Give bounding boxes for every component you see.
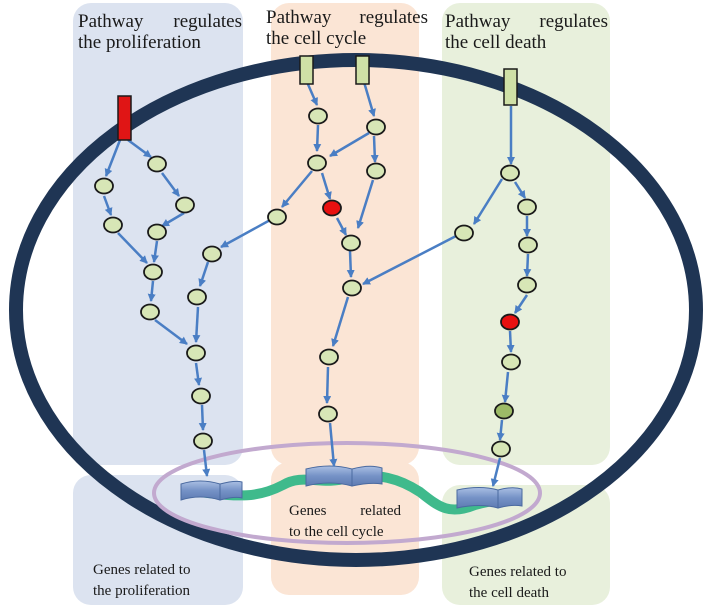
cell-death-genes-label-line-1: Genes related to: [469, 564, 567, 580]
cell-death-pathway-label-line-1: Pathway regulates: [445, 11, 608, 32]
node: [103, 216, 123, 234]
proliferation-genes-panel: [73, 475, 243, 605]
node: [517, 276, 537, 294]
node: [193, 432, 213, 450]
proliferation-genes-label: Genes related to the proliferation: [93, 560, 243, 602]
panel-backgrounds: [73, 3, 610, 605]
node: [143, 263, 163, 281]
cell-death-pathway-label-line-2: the cell death: [445, 32, 547, 54]
cell-cycle-pathway-label: Pathway regulates the cell cycle: [266, 7, 428, 50]
cell-cycle-pathway-label-line-2: the cell cycle: [266, 28, 367, 50]
node: [147, 155, 167, 173]
active-node: [500, 313, 520, 331]
node: [491, 440, 511, 458]
cell-death-receptor: [503, 68, 518, 106]
receptors: [117, 55, 518, 141]
node: [187, 288, 207, 306]
node: [140, 303, 160, 321]
genes-proliferation: [180, 480, 243, 501]
genes-cell-cycle: [305, 465, 383, 487]
proliferation-pathway-label-line-1: Pathway regulates: [78, 11, 242, 32]
proliferation-pathway-label-line-2: the proliferation: [78, 32, 201, 54]
proliferation-genes-label-line-2: the proliferation: [93, 583, 191, 599]
node: [517, 198, 537, 216]
node: [191, 387, 211, 405]
cell-cycle-genes-label: Genes related to the cell cycle: [289, 501, 401, 543]
node: [501, 353, 521, 371]
nucleus-outline: [152, 441, 542, 545]
node: [454, 224, 474, 242]
node: [267, 208, 287, 226]
cell-cycle-genes-label-line-1: Genes related: [289, 503, 401, 519]
cell-cycle-genes-label-line-2: to the cell cycle: [289, 524, 384, 540]
cell-cycle-pathway-label-line-1: Pathway regulates: [266, 7, 428, 28]
cell-death-genes-label: Genes related to the cell death: [469, 562, 604, 604]
node: [319, 348, 339, 366]
cell-death-genes-panel: [442, 485, 610, 605]
cell-cycle-receptor-2: [355, 55, 370, 85]
cell-death-pathway-label: Pathway regulates the cell death: [445, 11, 608, 54]
node: [175, 196, 195, 214]
node: [341, 234, 361, 252]
proliferation-pathway-label: Pathway regulates the proliferation: [78, 11, 242, 54]
node-dark: [494, 402, 514, 420]
node: [318, 405, 338, 423]
proliferation-receptor: [117, 95, 132, 141]
node: [186, 344, 206, 362]
cell-death-genes-label-line-2: the cell death: [469, 585, 549, 601]
node: [366, 118, 386, 136]
node: [307, 154, 327, 172]
node: [366, 162, 386, 180]
node: [202, 245, 222, 263]
signaling-molecules: [94, 107, 538, 458]
proliferation-genes-label-line-1: Genes related to: [93, 562, 191, 578]
signal-arrows: [102, 81, 532, 487]
node: [500, 164, 520, 182]
cell-cycle-receptor-1: [299, 55, 314, 85]
genes-cell-death: [456, 487, 523, 509]
node: [147, 223, 167, 241]
node: [94, 177, 114, 195]
active-node: [322, 199, 342, 217]
node: [308, 107, 328, 125]
node: [342, 279, 362, 297]
node: [518, 236, 538, 254]
